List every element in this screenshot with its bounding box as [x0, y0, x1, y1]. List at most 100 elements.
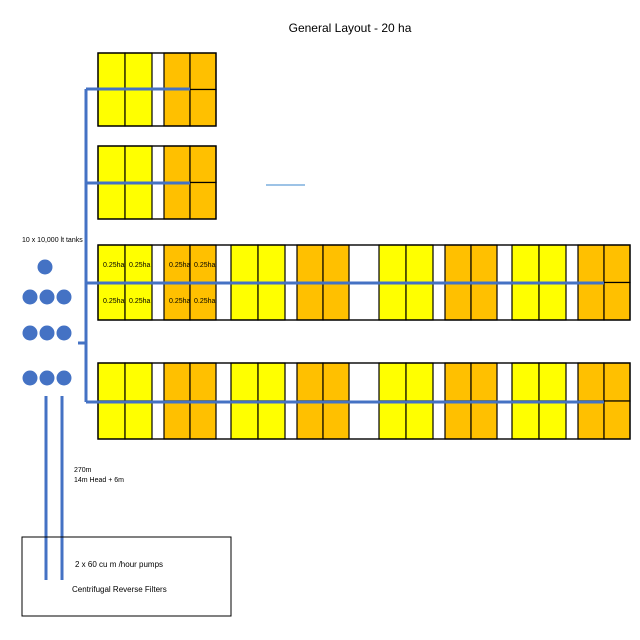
plot-cell	[538, 244, 567, 284]
plot-cell	[189, 88, 217, 127]
plot-cell	[470, 362, 498, 402]
plot-cell	[189, 281, 217, 321]
plot-cell	[511, 244, 540, 284]
pipe-head-label: 14m Head + 6m	[74, 477, 124, 484]
plot-cell	[189, 244, 217, 284]
plot-cell	[405, 362, 434, 402]
plot-label: 0.25ha	[129, 298, 151, 305]
plot-cell	[189, 362, 217, 402]
plot-cell	[577, 244, 605, 284]
tank	[39, 289, 55, 305]
plot-cell	[189, 181, 217, 220]
plot-cell	[322, 244, 350, 284]
plot-cell	[470, 400, 498, 440]
plot-cell	[124, 244, 153, 284]
plot-cell	[257, 281, 286, 321]
plot-cell	[163, 181, 191, 220]
plot-cell	[163, 400, 191, 440]
plot-label: 0.25ha	[103, 262, 125, 269]
plot-cell	[322, 362, 350, 402]
field-blocks	[97, 52, 631, 440]
plot-cell	[124, 362, 153, 402]
plot-label: 0.25ha	[194, 298, 216, 305]
plot-cell	[603, 244, 631, 284]
tank	[39, 325, 55, 341]
plot-cell	[163, 362, 191, 402]
distribution-pipes	[78, 87, 604, 404]
plot-cell	[230, 400, 259, 440]
plot-cell	[511, 362, 540, 402]
plot-cell	[230, 362, 259, 402]
plot-cell	[163, 52, 191, 91]
tank	[22, 289, 38, 305]
plot-cell	[124, 88, 153, 127]
plot-cell	[577, 400, 605, 440]
plot-cell	[444, 362, 472, 402]
plot-cell	[538, 281, 567, 321]
pipe-length-label: 270m	[74, 467, 92, 474]
plot-label: 0.25ha	[129, 262, 151, 269]
plot-cell	[257, 400, 286, 440]
tank	[56, 325, 72, 341]
plot-cell	[189, 52, 217, 91]
plot-cell	[230, 281, 259, 321]
plot-cell	[603, 362, 631, 402]
tanks-label: 10 x 10,000 lt tanks	[22, 237, 83, 244]
plot-cell	[511, 400, 540, 440]
tank	[56, 289, 72, 305]
plot-cell	[230, 244, 259, 284]
plot-cell	[378, 400, 407, 440]
plot-cell	[296, 400, 324, 440]
tank	[56, 370, 72, 386]
plot-cell	[470, 244, 498, 284]
plot-cell	[511, 281, 540, 321]
plot-label: 0.25ha	[194, 262, 216, 269]
plot-cell	[405, 400, 434, 440]
diagram-title: General Layout - 20 ha	[289, 21, 412, 35]
plot-cell	[405, 244, 434, 284]
plot-cell	[378, 362, 407, 402]
plot-cell	[603, 281, 631, 321]
plot-cell	[257, 244, 286, 284]
plot-cell	[296, 281, 324, 321]
plot-cell	[97, 52, 126, 91]
pump-station-box	[21, 536, 232, 617]
plot-cell	[577, 281, 605, 321]
plot-cell	[378, 244, 407, 284]
tank	[37, 259, 53, 275]
tank	[22, 370, 38, 386]
plot-cell	[322, 281, 350, 321]
plot-cell	[124, 181, 153, 220]
plot-cell	[322, 400, 350, 440]
plot-cell	[577, 362, 605, 402]
plot-cell	[97, 400, 126, 440]
tank	[22, 325, 38, 341]
plot-cell	[97, 362, 126, 402]
supply-pipes	[44, 396, 64, 580]
pump-label: 2 x 60 cu m /hour pumps	[75, 560, 163, 569]
plot-cell	[189, 400, 217, 440]
plot-cell	[538, 362, 567, 402]
plot-labels: 0.25ha 0.25ha 0.25ha 0.25ha 0.25ha 0.25h…	[103, 262, 216, 305]
plot-cell	[378, 281, 407, 321]
plot-label: 0.25ha	[169, 298, 191, 305]
plot-cell	[444, 400, 472, 440]
plot-cell	[124, 145, 153, 184]
plot-cell	[97, 145, 126, 184]
plot-cell	[538, 400, 567, 440]
tank-group	[22, 259, 72, 386]
plot-cell	[163, 88, 191, 127]
plot-label: 0.25ha	[169, 262, 191, 269]
plot-label: 0.25ha	[103, 298, 125, 305]
plot-cell	[470, 281, 498, 321]
plot-cell	[405, 281, 434, 321]
filter-label: Centrifugal Reverse Filters	[72, 585, 167, 594]
plot-cell	[603, 400, 631, 440]
plot-cell	[97, 88, 126, 127]
plot-cell	[124, 400, 153, 440]
tank	[39, 370, 55, 386]
plot-cell	[296, 244, 324, 284]
plot-cell	[444, 244, 472, 284]
plot-cell	[189, 145, 217, 184]
